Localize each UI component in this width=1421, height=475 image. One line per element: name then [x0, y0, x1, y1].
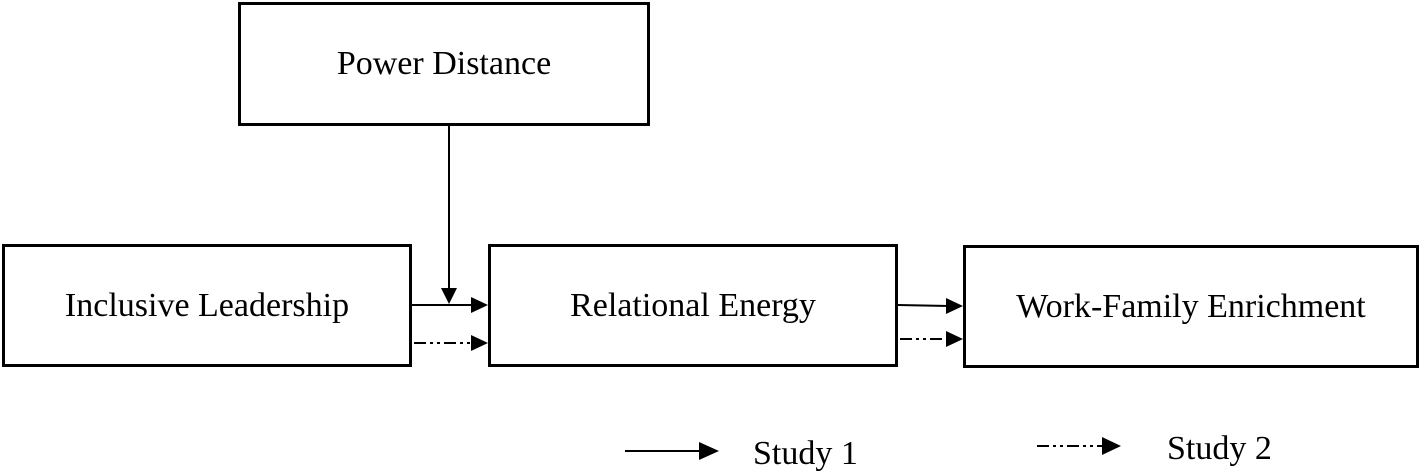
node-label-inclusive-leadership: Inclusive Leadership — [64, 286, 350, 324]
arrowhead-relational-to-work-study2 — [946, 331, 963, 347]
arrowhead-relational-to-work-study1 — [946, 298, 963, 314]
arrowhead-inclusive-to-relational-study1 — [471, 297, 488, 313]
node-label-relational-energy: Relational Energy — [570, 286, 816, 324]
node-label-work-family-enrichment: Work-Family Enrichment — [1016, 287, 1366, 325]
moderation-arrowhead — [441, 288, 457, 304]
legend-label-study1: Study 1 — [753, 435, 858, 472]
node-relational-energy: Relational Energy — [488, 244, 898, 367]
arrow-relational-to-work-study1 — [897, 304, 950, 307]
node-power-distance: Power Distance — [238, 2, 650, 126]
node-work-family-enrichment: Work-Family Enrichment — [963, 245, 1419, 368]
legend-study1-arrowhead — [699, 442, 719, 460]
node-label-power-distance: Power Distance — [336, 45, 552, 82]
legend-study2-arrowhead — [1102, 437, 1121, 455]
arrowhead-inclusive-to-relational-study2 — [471, 335, 488, 351]
node-inclusive-leadership: Inclusive Leadership — [2, 244, 412, 367]
legend-label-study2: Study 2 — [1167, 430, 1272, 467]
